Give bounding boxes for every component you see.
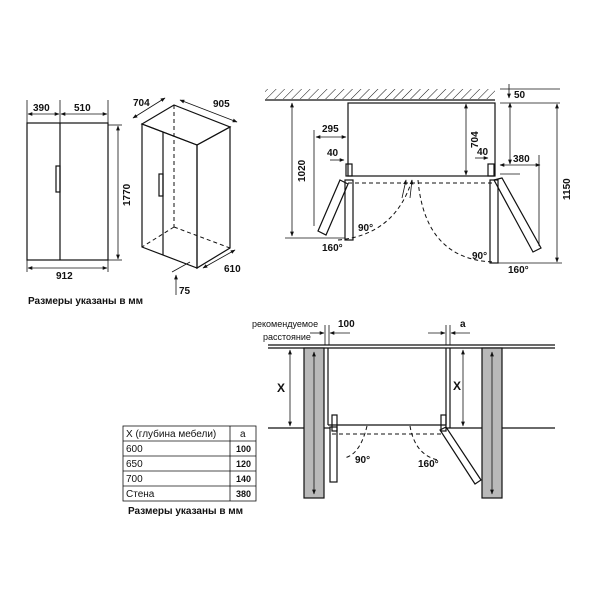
dim-1770: 1770: [122, 183, 133, 206]
dim-704-top: 704: [470, 131, 481, 148]
angle-160: 160°: [418, 459, 439, 470]
dim-40-right: 40: [477, 147, 489, 158]
dim-905: 905: [213, 99, 230, 110]
table-cell: 600: [126, 444, 143, 455]
angle-left-160: 160°: [322, 243, 343, 254]
left-door-160: [317, 179, 349, 236]
handle-icon: [55, 165, 61, 193]
dim-75: 75: [179, 286, 191, 297]
recommended-label-line2: расстояние: [263, 332, 311, 342]
install-view: 90° 160° X X рекомендуемое расстояние 10…: [252, 319, 555, 499]
door-90: [329, 426, 338, 483]
dim-1020: 1020: [297, 159, 308, 182]
dim-380: 380: [513, 154, 530, 165]
front-view: 390 510 1770 912: [26, 100, 133, 282]
iso-view: 704 905 610 75: [132, 97, 241, 297]
dim-50: 50: [514, 90, 526, 101]
dim-40-left: 40: [327, 148, 339, 159]
right-door-90: [489, 179, 499, 264]
angle-90: 90°: [355, 455, 370, 466]
dim-610: 610: [224, 264, 241, 275]
table-cell: 100: [236, 444, 251, 454]
table-header-a: a: [240, 429, 246, 440]
fridge-front-outline: [26, 122, 109, 261]
dim-510: 510: [74, 103, 91, 114]
top-view: 90° 160° 90° 160° 1020 295 40 704 40 380…: [265, 84, 573, 276]
dim-390: 390: [33, 103, 50, 114]
dim-295: 295: [322, 124, 339, 135]
door-160: [439, 426, 482, 485]
table-cell: 700: [126, 474, 143, 485]
table-cell: Стена: [126, 489, 155, 500]
gap-a: a: [460, 319, 466, 330]
angle-left-90: 90°: [358, 223, 373, 234]
dim-1150: 1150: [562, 178, 573, 200]
x-label-right: X: [453, 379, 461, 393]
table-cell: 140: [236, 474, 251, 484]
table-cell: 120: [236, 459, 251, 469]
x-label-left: X: [277, 381, 285, 395]
units-note-bottom: Размеры указаны в мм: [128, 506, 243, 517]
right-door-160: [493, 177, 542, 253]
table-cell: 650: [126, 459, 143, 470]
angle-right-90: 90°: [472, 251, 487, 262]
dim-912: 912: [56, 271, 73, 282]
table-cell: 380: [236, 489, 251, 499]
furniture-depth-table: X (глубина мебели) a 600 100 650 120 700 14…: [122, 425, 257, 502]
gap-100: 100: [338, 319, 355, 330]
units-note-top: Размеры указаны в мм: [28, 296, 143, 307]
fridge-top-outline: [347, 102, 496, 177]
recommended-label-line1: рекомендуемое: [252, 319, 318, 329]
dim-704: 704: [133, 98, 150, 109]
left-door-90: [344, 179, 354, 241]
table-header-x: X (глубина мебели): [126, 428, 216, 440]
handle-icon: [158, 173, 164, 197]
angle-right-160: 160°: [508, 265, 529, 276]
